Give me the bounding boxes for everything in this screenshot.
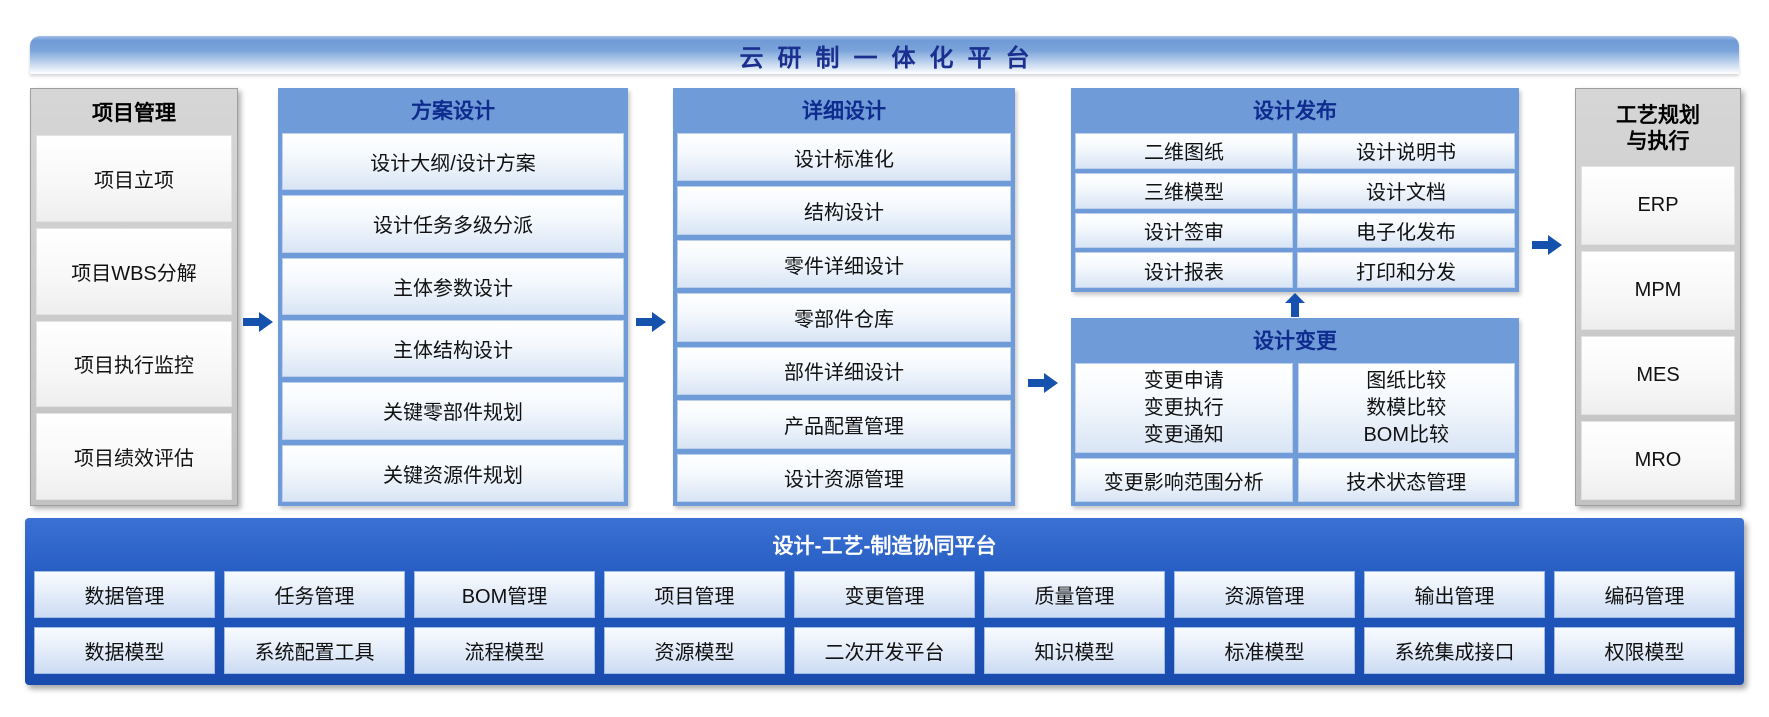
change-action-line: 变更执行 — [1143, 396, 1224, 419]
flow-connector — [1519, 88, 1575, 506]
diagram-box: 质量管理 — [984, 571, 1165, 618]
arrow-right-icon — [243, 312, 273, 333]
release-change-stack: 设计发布 二维图纸 设计说明书 三维模型 设计文档 设计签审 电子化发布 设计报… — [1071, 88, 1519, 506]
diagram-box: 结构设计 — [677, 186, 1011, 235]
design-change-title: 设计变更 — [1253, 330, 1337, 353]
detailed-design-items: 设计标准化 结构设计 零件详细设计 零部件仓库 部件详细设计 产品配置管理 设计… — [677, 133, 1011, 502]
arrow-right-icon — [1532, 234, 1562, 255]
main-flow-row: 项目管理 项目立项 项目WBS分解 项目执行监控 项目绩效评估 方案设计 设计大… — [30, 88, 1741, 506]
diagram-box: 流程模型 — [414, 627, 595, 674]
project-management-title: 项目管理 — [92, 102, 176, 125]
diagram-box: 数据模型 — [34, 627, 215, 674]
design-release-title: 设计发布 — [1253, 100, 1337, 123]
diagram-box: 二次开发平台 — [794, 627, 975, 674]
diagram-box: 知识模型 — [984, 627, 1165, 674]
diagram-box: 项目WBS分解 — [36, 227, 232, 315]
arrow-right-icon — [1028, 372, 1058, 393]
process-planning-items: ERP MPM MES MRO — [1581, 165, 1735, 500]
diagram-box: 项目管理 — [604, 571, 785, 618]
diagram-box: 设计资源管理 — [677, 453, 1011, 502]
compare-tool-line: 图纸比较 — [1366, 369, 1447, 392]
flow-connector — [1015, 88, 1071, 506]
arrow-right-icon — [635, 312, 666, 333]
panel-design-release: 设计发布 二维图纸 设计说明书 三维模型 设计文档 设计签审 电子化发布 设计报… — [1071, 88, 1519, 292]
process-planning-title-line2: 与执行 — [1626, 130, 1690, 154]
diagram-box-change-actions: 变更申请 变更执行 变更通知 — [1075, 363, 1293, 453]
scheme-design-title: 方案设计 — [411, 100, 495, 123]
diagram-box: 三维模型 — [1075, 172, 1293, 209]
panel-detailed-design: 详细设计 设计标准化 结构设计 零件详细设计 零部件仓库 部件详细设计 产品配置… — [673, 88, 1015, 506]
diagram-box: BOM管理 — [414, 571, 595, 618]
diagram-box: 编码管理 — [1554, 571, 1735, 618]
platform-title-banner: 云研制一体化平台 — [30, 36, 1739, 74]
platform-row-models: 数据模型 系统配置工具 流程模型 资源模型 二次开发平台 知识模型 标准模型 系… — [34, 627, 1735, 674]
diagram-box: 设计任务多级分派 — [282, 195, 624, 253]
diagram-box: 权限模型 — [1554, 627, 1735, 674]
diagram-box: 数据管理 — [34, 571, 215, 618]
diagram-box: ERP — [1581, 165, 1735, 245]
diagram-box: 主体结构设计 — [282, 319, 624, 378]
diagram-box: 关键零部件规划 — [282, 382, 624, 440]
diagram-box: 二维图纸 — [1075, 133, 1293, 169]
diagram-box: 系统配置工具 — [224, 627, 405, 674]
diagram-box: 产品配置管理 — [677, 400, 1011, 449]
diagram-box: 输出管理 — [1364, 571, 1545, 618]
diagram-box: 标准模型 — [1174, 627, 1355, 674]
diagram-box: 设计文档 — [1297, 172, 1515, 209]
design-release-grid: 二维图纸 设计说明书 三维模型 设计文档 设计签审 电子化发布 设计报表 打印和… — [1075, 133, 1515, 288]
diagram-box: MES — [1581, 335, 1735, 415]
diagram-box: 电子化发布 — [1297, 212, 1515, 249]
diagram-box: 零件详细设计 — [677, 239, 1011, 289]
diagram-box: 资源模型 — [604, 627, 785, 674]
diagram-box: 打印和分发 — [1297, 252, 1515, 288]
diagram-box: 系统集成接口 — [1364, 627, 1545, 674]
diagram-box: 设计说明书 — [1297, 133, 1515, 169]
diagram-box: 主体参数设计 — [282, 257, 624, 315]
diagram-box: 项目执行监控 — [36, 320, 232, 408]
diagram-box: 资源管理 — [1174, 571, 1355, 618]
platform-row-management: 数据管理 任务管理 BOM管理 项目管理 变更管理 质量管理 资源管理 输出管理… — [34, 571, 1735, 618]
diagram-box: 项目绩效评估 — [36, 413, 232, 500]
diagram-box: 部件详细设计 — [677, 346, 1011, 396]
flow-connector — [238, 88, 278, 506]
diagram-box: MRO — [1581, 420, 1735, 500]
diagram-box: 设计标准化 — [677, 133, 1011, 182]
diagram-box: MPM — [1581, 250, 1735, 330]
project-management-items: 项目立项 项目WBS分解 项目执行监控 项目绩效评估 — [36, 135, 232, 500]
diagram-box: 零部件仓库 — [677, 293, 1011, 342]
platform-title: 云研制一体化平台 — [739, 44, 1044, 72]
design-change-bottom-row: 变更影响范围分析 技术状态管理 — [1075, 458, 1515, 502]
diagram-box: 变更管理 — [794, 571, 975, 618]
change-action-line: 变更申请 — [1143, 369, 1224, 392]
change-action-line: 变更通知 — [1143, 423, 1224, 446]
panel-project-management: 项目管理 项目立项 项目WBS分解 项目执行监控 项目绩效评估 — [30, 88, 238, 506]
diagram-box: 设计大纲/设计方案 — [282, 133, 624, 191]
diagram-box: 技术状态管理 — [1297, 458, 1515, 502]
compare-tool-line: BOM比较 — [1363, 423, 1450, 446]
panel-design-change: 设计变更 变更申请 变更执行 变更通知 图纸比较 数模比较 BOM比较 变更影响… — [1071, 318, 1519, 506]
collaboration-platform-title: 设计-工艺-制造协同平台 — [772, 535, 997, 558]
process-planning-title: 工艺规划 与执行 — [1581, 94, 1735, 166]
diagram-box: 设计报表 — [1075, 252, 1293, 288]
diagram-box: 变更影响范围分析 — [1075, 458, 1293, 502]
diagram-box: 任务管理 — [224, 571, 405, 618]
scheme-design-items: 设计大纲/设计方案 设计任务多级分派 主体参数设计 主体结构设计 关键零部件规划… — [282, 133, 624, 502]
compare-tool-line: 数模比较 — [1366, 396, 1447, 419]
detailed-design-title: 详细设计 — [802, 100, 886, 123]
panel-scheme-design: 方案设计 设计大纲/设计方案 设计任务多级分派 主体参数设计 主体结构设计 关键… — [278, 88, 628, 506]
design-change-groups: 变更申请 变更执行 变更通知 图纸比较 数模比较 BOM比较 — [1075, 363, 1515, 453]
panel-collaboration-platform: 设计-工艺-制造协同平台 数据管理 任务管理 BOM管理 项目管理 变更管理 质… — [25, 518, 1744, 685]
diagram-box: 项目立项 — [36, 135, 232, 222]
panel-process-planning: 工艺规划 与执行 ERP MPM MES MRO — [1575, 88, 1741, 506]
diagram-box: 设计签审 — [1075, 212, 1293, 249]
arrow-up-icon — [1285, 293, 1305, 317]
diagram-box: 关键资源件规划 — [282, 444, 624, 502]
flow-connector — [1071, 292, 1519, 318]
diagram-box-compare-tools: 图纸比较 数模比较 BOM比较 — [1297, 363, 1515, 453]
flow-connector — [628, 88, 673, 506]
process-planning-title-line1: 工艺规划 — [1616, 104, 1700, 127]
